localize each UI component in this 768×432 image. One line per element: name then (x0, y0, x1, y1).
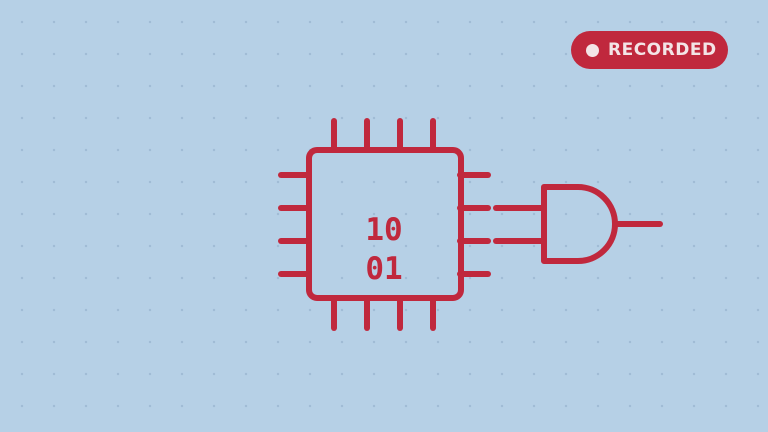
gate-body (541, 184, 618, 264)
chip-body (306, 147, 464, 301)
record-dot-icon (586, 43, 599, 57)
chip-bits-row-2: 01 (365, 251, 402, 287)
recorded-badge: RECORDED (571, 31, 728, 69)
microchip-icon (278, 118, 491, 331)
and-gate-icon (493, 184, 663, 264)
chip-bits-row-1: 10 (365, 212, 402, 248)
recorded-badge-label: RECORDED (608, 40, 717, 60)
